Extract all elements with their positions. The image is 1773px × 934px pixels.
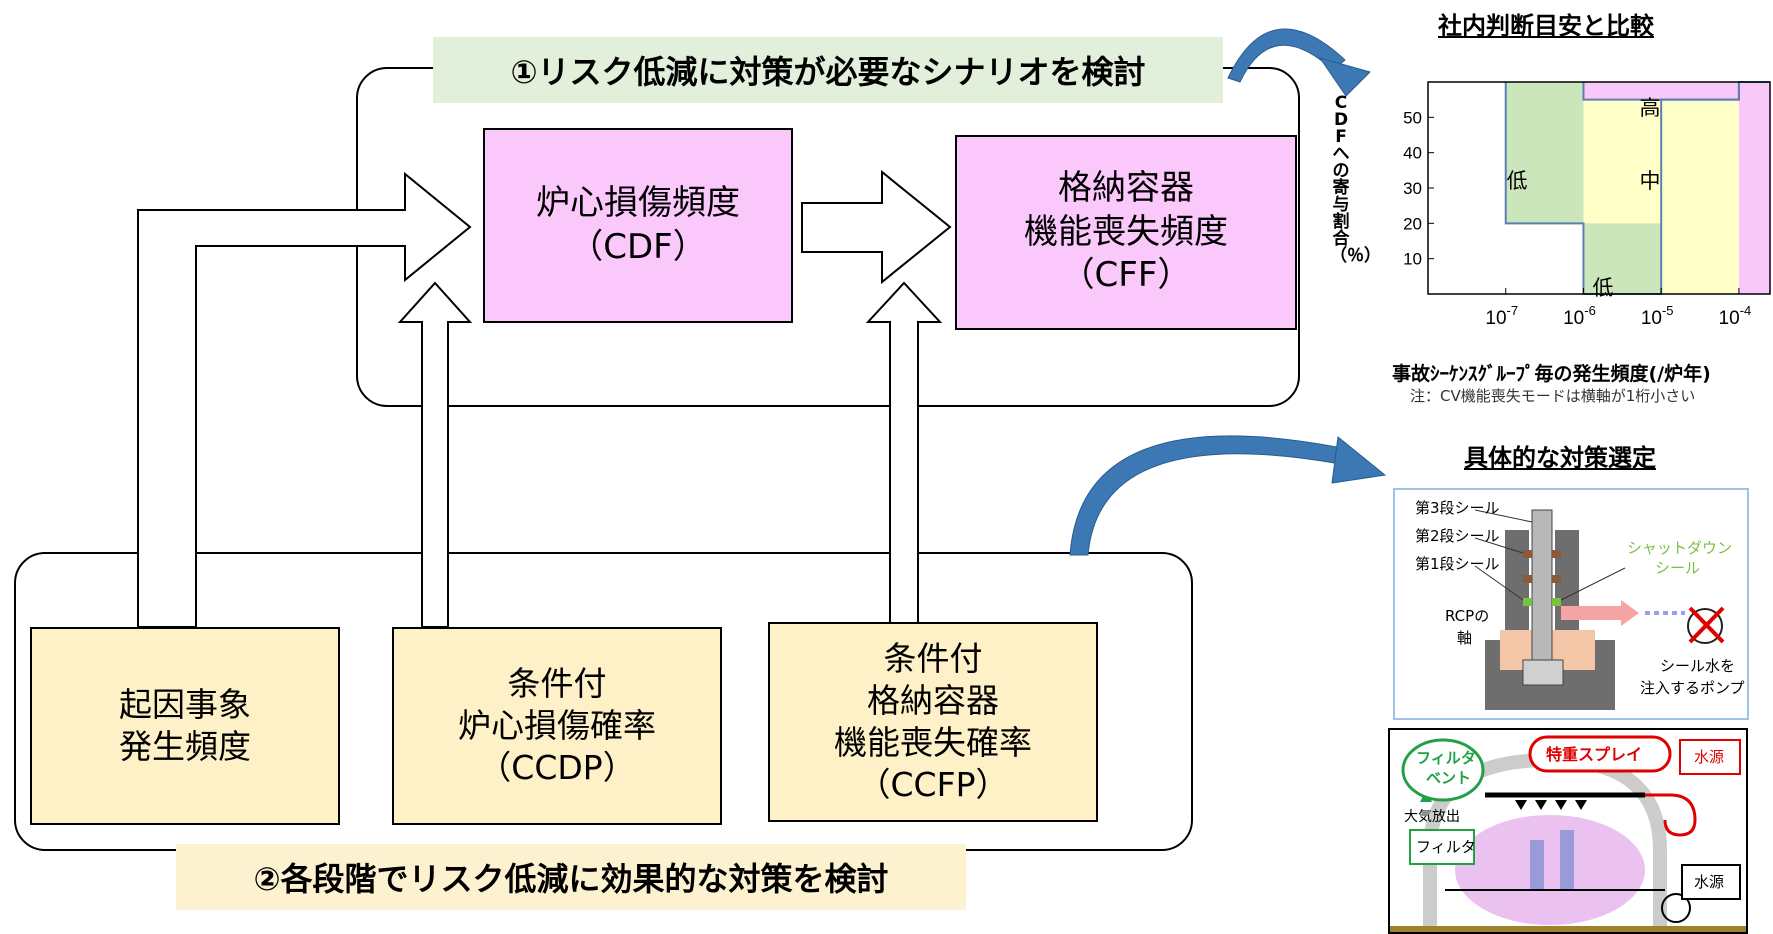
cdf-line-1: 炉心損傷頻度: [536, 182, 740, 223]
initiating-event-box: 起因事象 発生頻度: [30, 627, 340, 825]
region-high-right: [1738, 82, 1770, 294]
curved-arrow-top: [1227, 28, 1346, 83]
spray-drawing: [1390, 735, 1746, 932]
initiating-line-1: 起因事象: [119, 684, 251, 724]
cff-box: 格納容器 機能喪失頻度 （CFF）: [955, 135, 1297, 330]
region-low1-label: 低: [1506, 169, 1528, 193]
cff-line-1: 格納容器: [1058, 168, 1194, 209]
chart-ylabel: CDFへの寄与割合（％）: [1330, 95, 1381, 265]
x-tick-label-3: 10-4: [1719, 303, 1752, 329]
region-low2-label: 低: [1592, 276, 1614, 300]
seal-figure: 第3段シール 第2段シール 第1段シール RCPの 軸 シャットダウン シール …: [1393, 488, 1749, 720]
comparison-title: 社内判断目安と比較: [1438, 12, 1654, 40]
shutdown-label-2: シール: [1655, 559, 1701, 577]
y-tick-label-4: 10: [1403, 250, 1422, 269]
seal-label-3: 第3段シール: [1415, 499, 1500, 517]
filter-vent-label-2: ベント: [1426, 769, 1472, 787]
seal-label-2: 第2段シール: [1415, 527, 1500, 545]
rcp-shaft-label: 軸: [1457, 629, 1473, 647]
banner-top-text: ①リスク低減に対策が必要なシナリオを検討: [510, 53, 1146, 91]
y-tick-label-1: 40: [1403, 144, 1422, 163]
banner-top: ①リスク低減に対策が必要なシナリオを検討: [433, 37, 1223, 103]
curved-arrow-bottom: [1069, 435, 1353, 556]
rcp-label: RCPの: [1445, 607, 1490, 625]
x-tick-label-1: 10-6: [1563, 303, 1596, 329]
chart-xlabel: 事故ｼｰｹﾝｽｸﾞﾙｰﾌﾟ毎の発生頻度(/炉年): [1392, 363, 1711, 385]
ccfp-box: 条件付 格納容器 機能喪失確率 （CCFP）: [768, 622, 1098, 822]
banner-bottom-text: ②各段階でリスク低減に効果的な対策を検討: [253, 860, 889, 898]
atmosphere-release-label: 大気放出: [1404, 809, 1460, 825]
banner-bottom: ②各段階でリスク低減に効果的な対策を検討: [176, 844, 966, 910]
pump-label-1: シール水を: [1660, 657, 1736, 675]
shutdown-label-1: シャットダウン: [1627, 539, 1733, 557]
chart-ylabel-text: CDFへの寄与割合（％）: [1330, 93, 1381, 266]
region-low-1: [1505, 82, 1584, 224]
x-tick-label-0: 10-7: [1485, 303, 1518, 329]
seal-label-1: 第1段シール: [1415, 555, 1500, 573]
initiating-line-2: 発生頻度: [119, 727, 251, 766]
cff-line-2: 機能喪失頻度: [1024, 211, 1228, 252]
ccfp-line-1: 条件付: [883, 638, 983, 678]
chart-note: 注：CV機能喪失モードは横軸が1桁小さい: [1410, 387, 1696, 405]
region-high-label: 高: [1639, 96, 1661, 120]
filter-label: フィルタ: [1416, 838, 1476, 856]
arrow-initiating-to-cdf: [137, 171, 472, 628]
cdf-box: 炉心損傷頻度 （CDF）: [483, 128, 793, 323]
region-high-band: [1583, 82, 1770, 100]
comparison-chart: 50 40 30 20 10 10-7 10-6 10-5 10-4: [1403, 81, 1771, 329]
ccdp-line-1: 条件付: [507, 663, 607, 703]
region-mid-label: 中: [1639, 169, 1661, 193]
ccfp-line-4: （CCFP）: [857, 765, 1009, 805]
measures-title: 具体的な対策選定: [1464, 444, 1656, 472]
filter-vent-label-1: フィルタ: [1416, 749, 1476, 767]
ccdp-box: 条件付 炉心損傷確率 （CCDP）: [392, 627, 722, 825]
seal-drawing: [1474, 509, 1725, 710]
ccdp-line-2: 炉心損傷確率: [458, 705, 656, 745]
arrow-ccfp-to-cff: [865, 281, 943, 628]
y-tick-label-0: 50: [1403, 108, 1422, 127]
cdf-line-2: （CDF）: [569, 226, 707, 267]
ccfp-line-2: 格納容器: [867, 680, 999, 720]
pump-label-2: 注入するポンプ: [1640, 679, 1745, 697]
x-tick-label-2: 10-5: [1641, 303, 1674, 329]
arrow-cdf-to-cff: [801, 169, 952, 285]
special-spray-label: 特重スプレイ: [1546, 745, 1643, 764]
ccdp-line-3: （CCDP）: [478, 748, 636, 788]
spray-figure: フィルタ ベント 特重スプレイ 水源 大気放出 フィルタ 水源: [1388, 728, 1748, 934]
y-tick-label-3: 20: [1403, 214, 1422, 233]
y-tick-label-2: 30: [1403, 179, 1422, 198]
water-source-red-label: 水源: [1694, 748, 1725, 766]
region-low-2: [1583, 223, 1662, 294]
water-source-label: 水源: [1694, 873, 1725, 891]
ccfp-line-3: 機能喪失確率: [834, 723, 1032, 762]
arrow-ccdp-to-cdf: [397, 281, 473, 628]
cff-line-3: （CFF）: [1060, 255, 1192, 296]
